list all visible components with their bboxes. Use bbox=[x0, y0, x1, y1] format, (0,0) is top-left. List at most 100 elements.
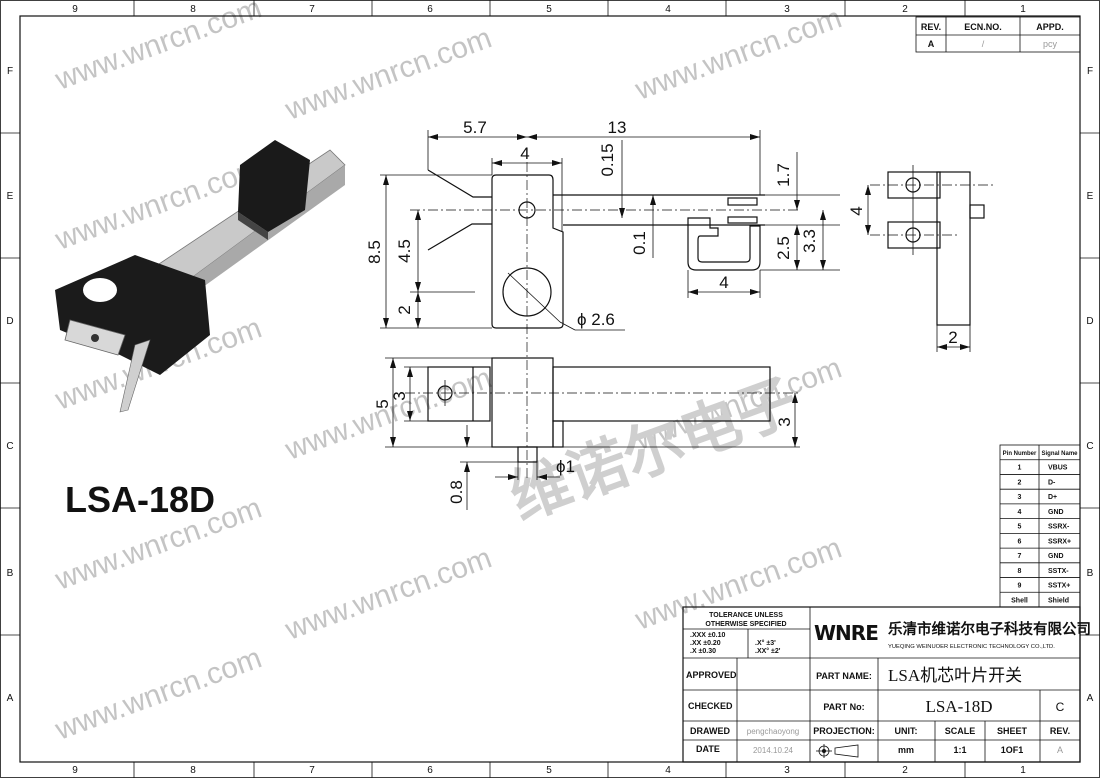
rev-value: A bbox=[1057, 745, 1063, 755]
sheet-value: 1OF1 bbox=[1001, 745, 1024, 755]
tolerance-linear: .XXX ±0.10 bbox=[690, 632, 725, 639]
signal-name: SSTX+ bbox=[1048, 583, 1070, 590]
top-view bbox=[380, 130, 840, 478]
dim-5-7: 5.7 bbox=[463, 118, 487, 137]
zone-column-label: 8 bbox=[190, 4, 196, 15]
zone-column-label: 9 bbox=[72, 4, 78, 15]
pin-number: 5 bbox=[1018, 524, 1022, 531]
watermark-layer: www.wnrcn.com www.wnrcn.com www.wnrcn.co… bbox=[50, 0, 846, 747]
signal-name: VBUS bbox=[1048, 465, 1068, 472]
company-logo: WNRE bbox=[814, 621, 878, 645]
zone-column-label: 5 bbox=[546, 4, 552, 15]
pin-number: 1 bbox=[1018, 465, 1022, 472]
part-name-value: LSA机芯叶片开关 bbox=[888, 666, 1022, 685]
zone-row-label: B bbox=[7, 568, 14, 579]
pin-table-header: Signal Name bbox=[1041, 451, 1078, 457]
dim-4-5: 4.5 bbox=[395, 239, 414, 263]
company-name-cn: 乐清市维诺尔电子科技有限公司 bbox=[888, 620, 1091, 638]
zone-column-label: 4 bbox=[665, 4, 671, 15]
zone-column-label: 9 bbox=[72, 765, 78, 776]
zone-column-label: 1 bbox=[1020, 4, 1026, 15]
signal-name: SSRX+ bbox=[1048, 538, 1071, 545]
watermark-url: www.wnrcn.com bbox=[50, 0, 266, 97]
unit-label: UNIT: bbox=[895, 726, 918, 736]
dim-phi-1: ϕ1 bbox=[556, 457, 575, 476]
zone-row-label: E bbox=[1087, 191, 1094, 202]
zone-column-label: 7 bbox=[309, 4, 315, 15]
inner-frame bbox=[19, 15, 1081, 763]
zone-row-label: B bbox=[1087, 568, 1094, 579]
pin-number: 4 bbox=[1018, 509, 1022, 516]
date-value: 2014.10.24 bbox=[753, 746, 794, 755]
zone-column-label: 6 bbox=[427, 4, 433, 15]
rev-value: A bbox=[928, 39, 935, 49]
ecn-header: ECN.NO. bbox=[964, 22, 1002, 32]
sheet-label: SHEET bbox=[997, 726, 1028, 736]
rev-header: REV. bbox=[921, 22, 941, 32]
tolerance-angular: .X° ±3' bbox=[755, 639, 776, 647]
zone-column-label: 2 bbox=[902, 4, 908, 15]
zone-row-label: A bbox=[7, 693, 14, 704]
front-view bbox=[385, 357, 800, 510]
zone-column-label: 4 bbox=[665, 765, 671, 776]
tolerance-linear: .XX ±0.20 bbox=[690, 640, 721, 647]
zone-row-label: F bbox=[1087, 66, 1093, 77]
zone-row-label: E bbox=[7, 191, 14, 202]
dim-8-5: 8.5 bbox=[365, 240, 384, 264]
pin-table-header: Pin Number bbox=[1003, 451, 1037, 457]
dim-4-bracket: 4 bbox=[719, 273, 728, 292]
pin-number: 7 bbox=[1018, 553, 1022, 560]
dim-3-left: 3 bbox=[390, 391, 409, 400]
drawed-label: DRAWED bbox=[690, 726, 730, 736]
scale-value: 1:1 bbox=[953, 745, 966, 755]
checked-label: CHECKED bbox=[688, 701, 733, 711]
pin-number: 9 bbox=[1018, 583, 1022, 590]
zone-row-label: D bbox=[1086, 316, 1093, 327]
company-name-en: YUEQING WEINUOER ELECTRONIC TECHNOLOGY C… bbox=[888, 644, 1055, 650]
zone-column-label: 8 bbox=[190, 765, 196, 776]
drawed-value: pengchaoyong bbox=[747, 727, 800, 736]
zone-column-label: 3 bbox=[784, 765, 790, 776]
dim-2-5: 2.5 bbox=[774, 236, 793, 260]
zone-column-label: 5 bbox=[546, 765, 552, 776]
watermark-url: www.wnrcn.com bbox=[280, 21, 496, 126]
tolerance-title: TOLERANCE UNLESS bbox=[709, 612, 783, 619]
signal-name: SSRX- bbox=[1048, 524, 1070, 531]
dim-phi-2-6: ϕ 2.6 bbox=[577, 310, 615, 329]
dim-3-3: 3.3 bbox=[800, 229, 819, 253]
tolerance-linear: .X ±0.30 bbox=[690, 648, 716, 655]
product-illustration bbox=[55, 140, 346, 413]
dim-2-side: 2 bbox=[948, 328, 957, 347]
zone-column-label: 6 bbox=[427, 765, 433, 776]
appd-header: APPD. bbox=[1036, 22, 1064, 32]
dim-3-right: 3 bbox=[775, 417, 794, 426]
title-block: TOLERANCE UNLESS OTHERWISE SPECIFIED .XX… bbox=[682, 606, 1091, 763]
zone-row-label: C bbox=[6, 441, 13, 452]
scale-label: SCALE bbox=[945, 726, 976, 736]
part-no-value: LSA-18D bbox=[925, 697, 992, 716]
unit-value: mm bbox=[898, 745, 914, 755]
pin-number: 2 bbox=[1018, 479, 1022, 486]
zone-column-label: 2 bbox=[902, 765, 908, 776]
part-name-label: PART NAME: bbox=[816, 671, 872, 681]
side-view bbox=[865, 165, 995, 352]
watermark-url: www.wnrcn.com bbox=[50, 641, 266, 746]
signal-name: SSTX- bbox=[1048, 568, 1069, 575]
part-no-label: PART No: bbox=[823, 702, 864, 712]
pin-number: Shell bbox=[1011, 597, 1028, 604]
dim-5: 5 bbox=[373, 399, 392, 408]
zone-column-label: 1 bbox=[1020, 765, 1026, 776]
pin-number: 8 bbox=[1018, 568, 1022, 575]
ecn-value: / bbox=[982, 39, 985, 49]
dim-13: 13 bbox=[608, 118, 627, 137]
appd-value: pcy bbox=[1043, 39, 1058, 49]
signal-name: D- bbox=[1048, 479, 1056, 486]
zone-row-label: A bbox=[1087, 693, 1094, 704]
pin-number: 6 bbox=[1018, 538, 1022, 545]
watermark-url: www.wnrcn.com bbox=[280, 361, 496, 466]
rev-label: REV. bbox=[1050, 726, 1070, 736]
